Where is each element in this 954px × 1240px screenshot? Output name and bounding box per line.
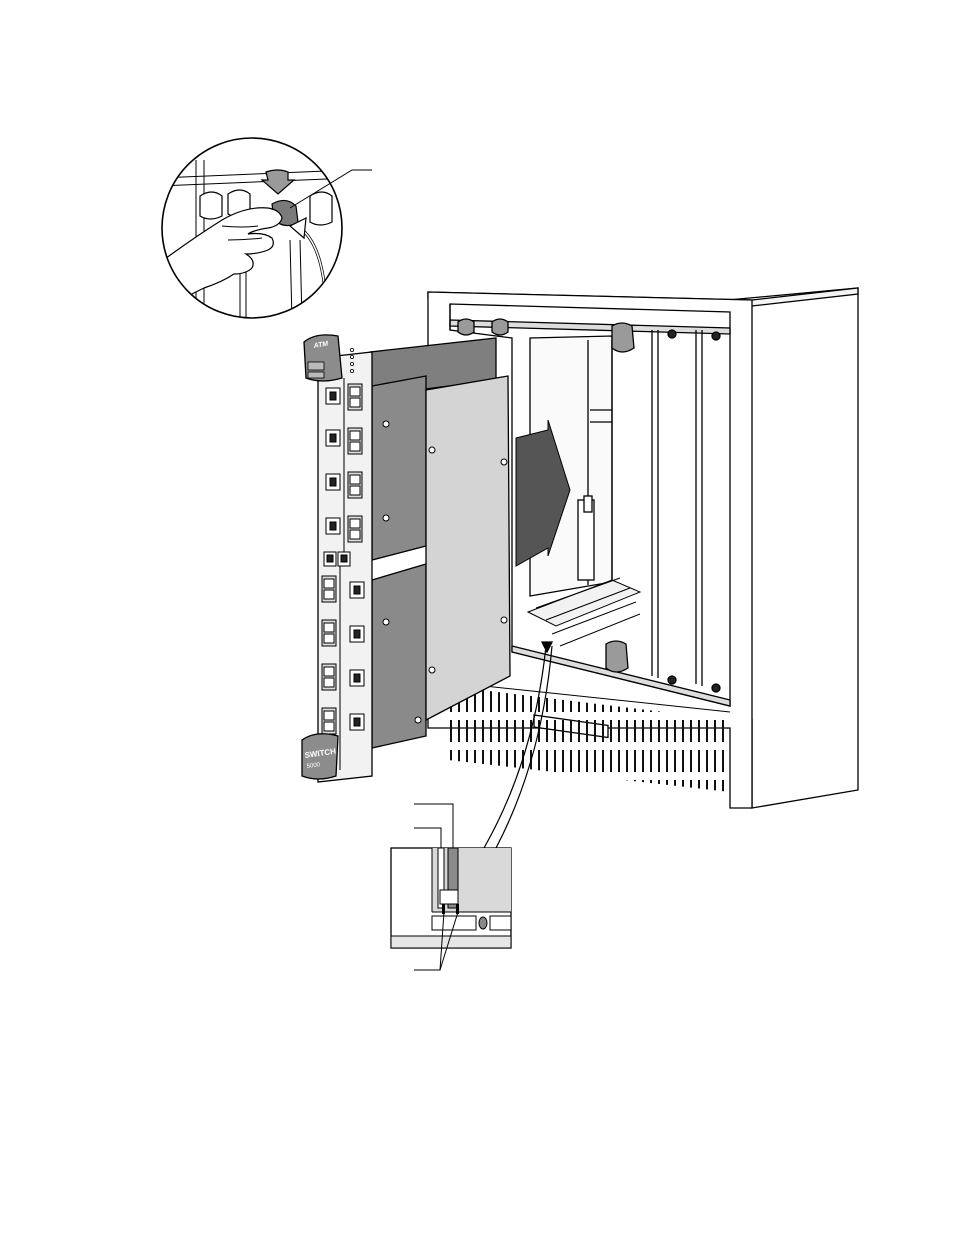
top-ejector-lever: ATM bbox=[304, 335, 342, 381]
inset-leader-middle bbox=[414, 828, 441, 848]
inset-leader-upper bbox=[414, 804, 453, 848]
pcb-daughter-card-upper bbox=[372, 376, 426, 560]
ejector-detail-callout bbox=[150, 136, 372, 326]
module-circuit-board bbox=[370, 338, 510, 748]
pcb-main-board bbox=[426, 376, 510, 720]
module-front-panel: ATM SWITCH 5000 bbox=[302, 335, 372, 782]
bottom-ejector-lever: SWITCH 5000 bbox=[302, 734, 338, 779]
